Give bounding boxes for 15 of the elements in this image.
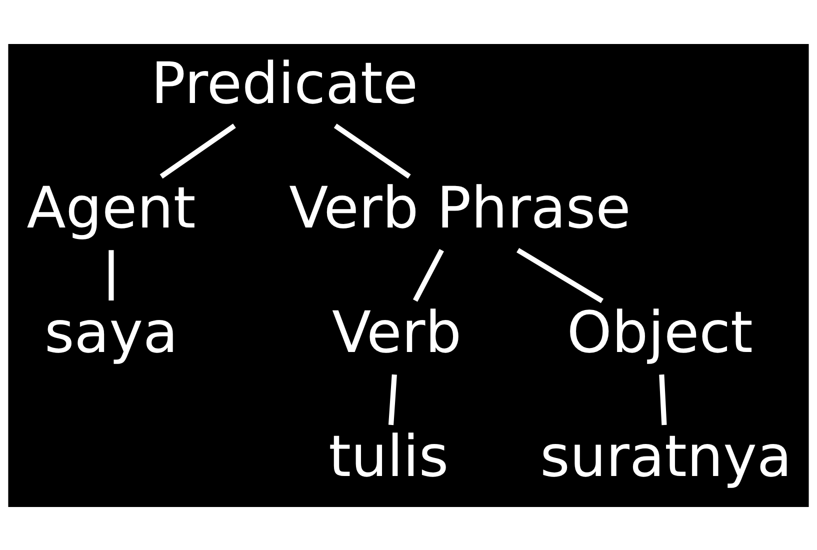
node-text: Verb Phrase [289, 174, 631, 241]
node-text: Predicate [151, 50, 418, 116]
connector [659, 374, 667, 425]
node-text: Verb [332, 299, 462, 366]
node-text: suratnya [540, 424, 792, 490]
connector [388, 374, 397, 425]
node-text: saya [44, 299, 178, 366]
connector [160, 123, 236, 178]
connector [412, 248, 444, 302]
node-text: tulis [328, 424, 449, 490]
node-text: Object [566, 299, 753, 366]
connector [516, 247, 604, 303]
connector [108, 250, 114, 300]
connector [334, 123, 411, 178]
node-text: Agent [26, 174, 196, 241]
